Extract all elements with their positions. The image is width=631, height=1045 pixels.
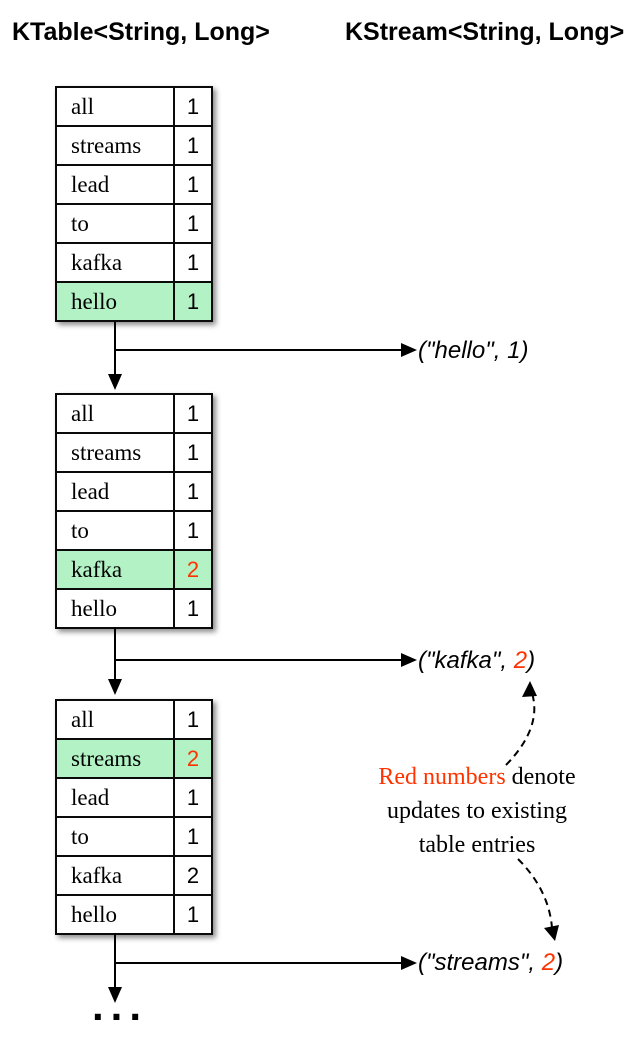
table-cell-value-updated: 2 bbox=[186, 745, 200, 771]
table-cell-key: hello bbox=[57, 896, 175, 933]
table-row-highlighted: hello 1 bbox=[57, 283, 211, 320]
record-value-updated: 2 bbox=[541, 949, 556, 976]
ktable-state-1: all 1 streams 1 lead 1 to 1 kafka 1 hello 1 bbox=[55, 86, 213, 322]
table-cell-key: kafka bbox=[57, 244, 175, 281]
table-cell-value: 1 bbox=[186, 784, 200, 810]
arrow-output-kafka bbox=[115, 653, 417, 667]
table-cell-value: 1 bbox=[186, 439, 200, 465]
dashed-arrow-to-streams-2 bbox=[517, 858, 559, 941]
annotation-text: denote bbox=[505, 764, 576, 790]
table-cell-value: 1 bbox=[186, 249, 200, 275]
table-cell-value: 1 bbox=[186, 400, 200, 426]
table-row: to 1 bbox=[57, 512, 211, 551]
table-cell-key: lead bbox=[57, 779, 175, 816]
ktable-state-2: all 1 streams 1 lead 1 to 1 kafka 2 hello 1 bbox=[55, 393, 213, 629]
record-text: ) bbox=[527, 647, 536, 674]
table-row: streams 1 bbox=[57, 434, 211, 473]
table-cell-key: kafka bbox=[57, 551, 175, 588]
table-cell-value: 1 bbox=[186, 210, 200, 236]
table-cell-key: streams bbox=[57, 127, 175, 164]
table-cell-value: 1 bbox=[186, 517, 200, 543]
table-cell-key: to bbox=[57, 205, 175, 242]
table-cell-key: all bbox=[57, 701, 175, 738]
table-cell-value: 1 bbox=[186, 171, 200, 197]
table-cell-key: to bbox=[57, 512, 175, 549]
table-cell-key: lead bbox=[57, 166, 175, 203]
table-cell-key: kafka bbox=[57, 857, 175, 894]
ktable-state-3: all 1 streams 2 lead 1 to 1 kafka 2 hello 1 bbox=[55, 699, 213, 935]
table-row: all 1 bbox=[57, 395, 211, 434]
ktable-column-title: KTable<String, Long> bbox=[12, 18, 270, 46]
table-cell-key: all bbox=[57, 395, 175, 432]
table-cell-value: 1 bbox=[186, 901, 200, 927]
kstream-column-title: KStream<String, Long> bbox=[345, 18, 625, 46]
table-cell-value: 1 bbox=[186, 706, 200, 732]
annotation-text: updates to existing bbox=[387, 798, 567, 824]
stream-record-streams: ("streams", 2) bbox=[418, 949, 563, 977]
arrow-state2-to-state3 bbox=[108, 627, 122, 695]
table-row: all 1 bbox=[57, 701, 211, 740]
table-row: streams 1 bbox=[57, 127, 211, 166]
table-row: kafka 1 bbox=[57, 244, 211, 283]
table-cell-value-updated: 2 bbox=[186, 556, 200, 582]
table-row: lead 1 bbox=[57, 473, 211, 512]
table-cell-key: streams bbox=[57, 740, 175, 777]
table-cell-key: to bbox=[57, 818, 175, 855]
table-cell-value: 2 bbox=[186, 862, 200, 888]
table-row-highlighted: streams 2 bbox=[57, 740, 211, 779]
record-text: ("streams", bbox=[418, 949, 542, 976]
table-row: to 1 bbox=[57, 205, 211, 244]
arrow-output-streams bbox=[115, 956, 417, 970]
table-row: to 1 bbox=[57, 818, 211, 857]
annotation-text: table entries bbox=[418, 832, 536, 858]
arrow-state1-to-state2 bbox=[108, 322, 122, 390]
arrow-output-hello bbox=[115, 343, 417, 357]
table-cell-value: 1 bbox=[186, 595, 200, 621]
table-cell-value: 1 bbox=[186, 132, 200, 158]
table-cell-key: hello bbox=[57, 283, 175, 320]
table-cell-value: 1 bbox=[186, 478, 200, 504]
record-text: ) bbox=[555, 949, 564, 976]
table-row: hello 1 bbox=[57, 590, 211, 627]
dashed-arrow-to-kafka-2 bbox=[505, 681, 537, 766]
ellipsis: ... bbox=[92, 982, 149, 1029]
table-cell-value: 1 bbox=[186, 288, 200, 314]
table-row: hello 1 bbox=[57, 896, 211, 933]
table-row-highlighted: kafka 2 bbox=[57, 551, 211, 590]
stream-record-hello: ("hello", 1) bbox=[418, 337, 528, 365]
record-value-updated: 2 bbox=[513, 647, 528, 674]
annotation-note: Red numbers denote updates to existing t… bbox=[352, 760, 602, 862]
record-text: ("kafka", bbox=[418, 647, 514, 674]
table-row: all 1 bbox=[57, 88, 211, 127]
table-row: lead 1 bbox=[57, 779, 211, 818]
stream-record-kafka: ("kafka", 2) bbox=[418, 647, 535, 675]
table-cell-value: 1 bbox=[186, 93, 200, 119]
record-value: 1 bbox=[507, 337, 521, 364]
table-row: kafka 2 bbox=[57, 857, 211, 896]
table-cell-key: streams bbox=[57, 434, 175, 471]
table-cell-key: hello bbox=[57, 590, 175, 627]
table-cell-key: lead bbox=[57, 473, 175, 510]
table-cell-value: 1 bbox=[186, 823, 200, 849]
table-cell-key: all bbox=[57, 88, 175, 125]
record-text: ("hello", bbox=[418, 337, 508, 364]
annotation-red-text: Red numbers bbox=[378, 764, 506, 790]
record-text: ) bbox=[520, 337, 529, 364]
table-row: lead 1 bbox=[57, 166, 211, 205]
